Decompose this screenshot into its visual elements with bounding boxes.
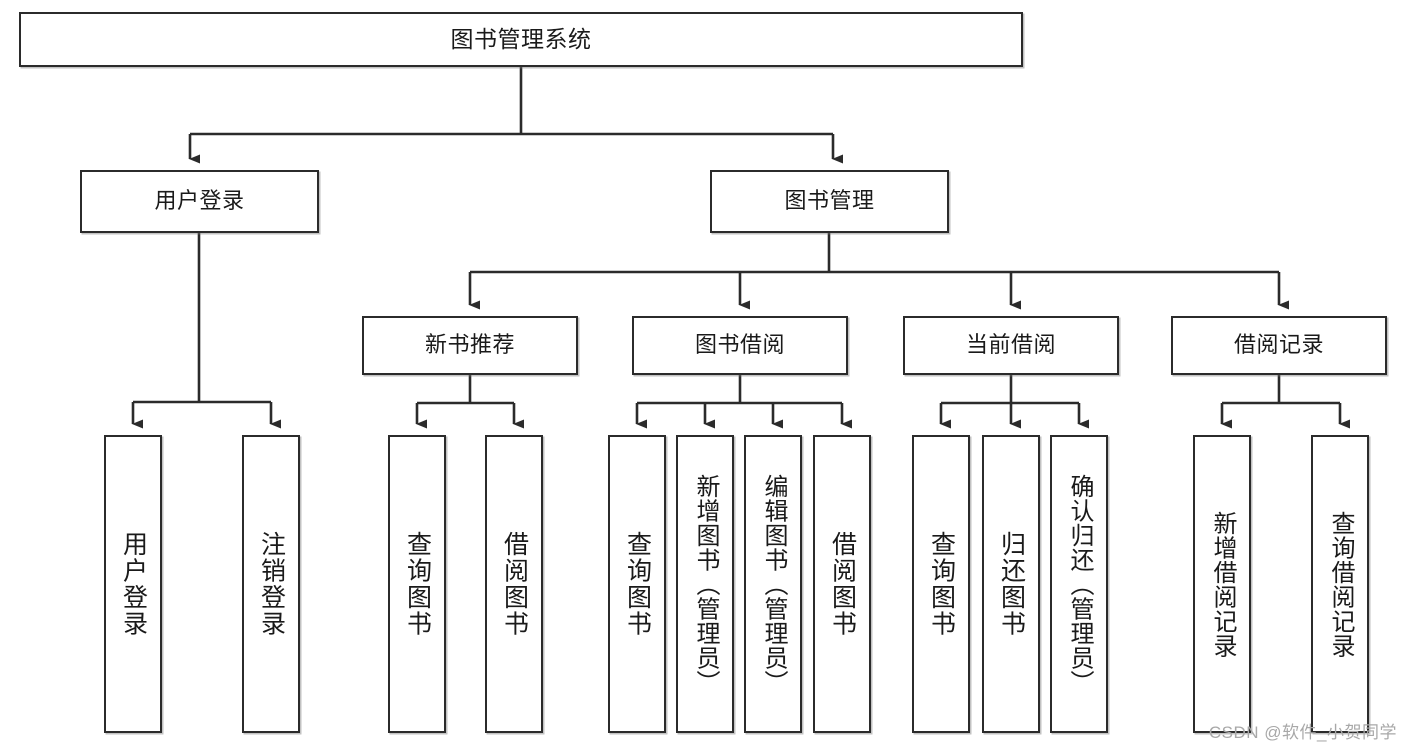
leaf-query-book-new[interactable]: 查询图书 [388,435,446,733]
node-label: 当前借阅 [965,332,1056,358]
watermark: CSDN @软件_小贺同学 [1208,723,1397,742]
node-label: 编辑图书（管理员） [759,473,787,695]
node-label: 图书借阅 [694,332,785,358]
node-label: 归还图书 [997,531,1026,637]
leaf-user-logout[interactable]: 注销登录 [242,435,300,733]
node-label: 新增图书（管理员） [691,473,719,695]
node-label: 查询图书 [403,531,432,637]
node-label: 图书管理系统 [450,25,592,52]
node-label: 新增借阅记录 [1208,510,1236,658]
node-root-system[interactable]: 图书管理系统 [19,12,1023,67]
leaf-query-borrow-record[interactable]: 查询借阅记录 [1311,435,1369,733]
node-borrow-record[interactable]: 借阅记录 [1171,316,1387,375]
leaf-confirm-return-admin[interactable]: 确认归还（管理员） [1050,435,1108,733]
leaf-add-borrow-record[interactable]: 新增借阅记录 [1193,435,1251,733]
leaf-query-book-borrow[interactable]: 查询图书 [608,435,666,733]
node-current-borrow[interactable]: 当前借阅 [903,316,1119,375]
node-label: 借阅图书 [828,531,857,637]
node-label: 新书推荐 [424,332,515,358]
leaf-user-login[interactable]: 用户登录 [104,435,162,733]
node-label: 用户登录 [154,188,245,214]
node-book-borrow[interactable]: 图书借阅 [632,316,848,375]
node-new-book-recommend[interactable]: 新书推荐 [362,316,578,375]
node-label: 注销登录 [257,531,286,637]
node-label: 确认归还（管理员） [1065,473,1093,695]
node-label: 查询图书 [623,531,652,637]
leaf-query-book-current[interactable]: 查询图书 [912,435,970,733]
leaf-return-book[interactable]: 归还图书 [982,435,1040,733]
leaf-add-book-admin[interactable]: 新增图书（管理员） [676,435,734,733]
node-label: 图书管理 [784,188,875,214]
leaf-borrow-book[interactable]: 借阅图书 [813,435,871,733]
node-label: 查询图书 [927,531,956,637]
node-user-login[interactable]: 用户登录 [80,170,319,233]
node-label: 查询借阅记录 [1326,510,1354,658]
node-label: 借阅图书 [500,531,529,637]
leaf-borrow-book-new[interactable]: 借阅图书 [485,435,543,733]
node-label: 借阅记录 [1233,332,1324,358]
node-label: 用户登录 [119,531,148,637]
leaf-edit-book-admin[interactable]: 编辑图书（管理员） [744,435,802,733]
node-book-management[interactable]: 图书管理 [710,170,949,233]
